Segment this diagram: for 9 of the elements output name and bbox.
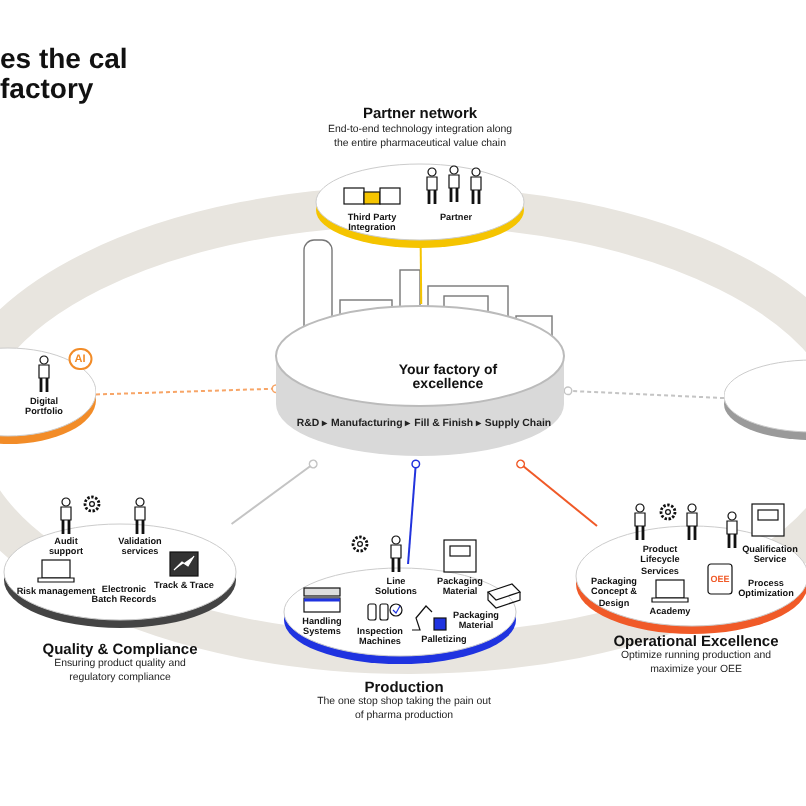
page-title: es the cal factory	[0, 44, 130, 106]
connector-line	[407, 459, 421, 565]
platform-disk	[0, 524, 240, 688]
connector-line	[563, 386, 725, 400]
connector-line	[230, 459, 318, 525]
platform-disk	[724, 356, 806, 444]
connector-line	[95, 384, 281, 396]
connector-line	[419, 243, 423, 305]
connector-line	[516, 459, 598, 527]
